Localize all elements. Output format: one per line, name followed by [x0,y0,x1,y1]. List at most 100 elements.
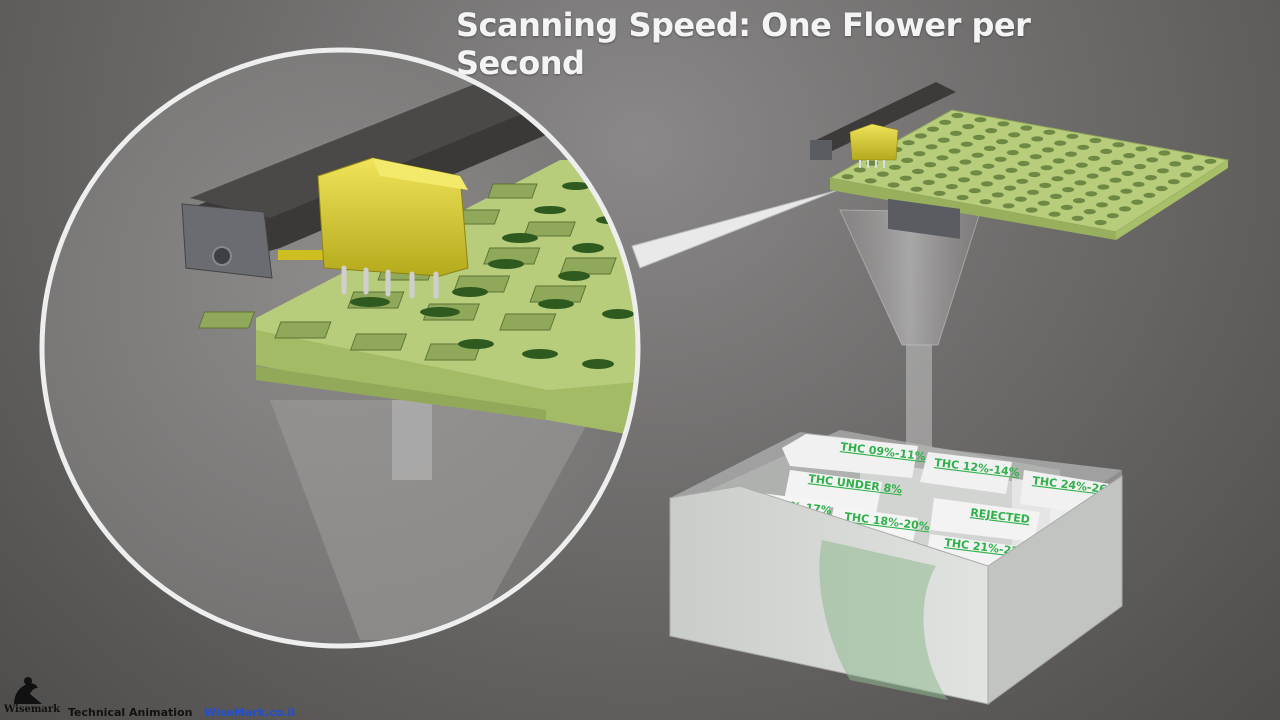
tray-cell [947,166,960,172]
tray-cell [1077,144,1090,150]
tray-cell [1073,198,1085,204]
tray-cell [1043,129,1056,135]
tray-cell [864,178,877,184]
tray-cell [902,140,915,146]
tray-cell [950,130,962,136]
scanner-probe [849,123,899,168]
tray-cell [1181,154,1194,160]
tray-cell [925,144,938,150]
tray-cell [1019,143,1031,149]
tray-cell [1109,177,1122,183]
tray-cell [1060,204,1073,210]
tray-cell [981,181,993,187]
tray-cell [997,121,1010,127]
tray-cell [1002,203,1015,209]
tray-cell [1100,148,1113,154]
tray-cell [1096,202,1108,208]
tray-cell [899,175,912,181]
tray-cell [1066,133,1079,139]
tray-cell [1062,187,1075,193]
tray-cell [901,157,914,163]
zoom-view [39,47,641,649]
tray-cell [1180,172,1192,178]
zoom-callout-wedge [631,189,839,269]
tray-cell [973,134,985,140]
tray-cell [912,168,924,174]
tray-cell [1029,154,1042,160]
tray-cell [983,145,996,151]
tray-cell [1158,150,1171,156]
tray-cell [956,194,969,201]
tray-cell [996,139,1008,145]
tray-cell [1065,151,1077,157]
tray-cell [1106,213,1119,219]
footer-credits: Wisemark Technical Animation WiseMark.co… [0,672,320,720]
tray-cell [841,174,854,180]
tray-cell [982,163,995,169]
tray-cell [1097,184,1110,190]
tray-cell [1052,158,1065,164]
tray-cell [1111,159,1123,165]
tray-cell [913,151,926,157]
tray-cell [1089,137,1102,144]
tray-cell [962,123,975,130]
tray-cell [1121,170,1134,176]
tray-cell [1192,165,1205,171]
tray-cell [1132,181,1145,187]
tray-cell [1085,191,1098,197]
tray-cell [1017,160,1030,167]
tray-cell [910,186,923,192]
tray-cell [1204,158,1217,164]
tray-cell [1167,179,1180,185]
tray-cell [968,188,981,194]
tray-cell [1027,189,1039,195]
tray-cell [1112,142,1125,148]
tray-cell [1120,188,1133,194]
tray-cell [887,182,900,188]
tray-cell [1051,176,1064,182]
tray-cell [1042,147,1054,153]
tray-cell [1008,132,1021,138]
tray-cell [1037,200,1050,206]
tray-cell [889,164,901,170]
tray-cell [1131,199,1144,205]
tray-cell [1146,157,1159,163]
tray-cell [970,170,983,176]
tray-cell [1028,171,1041,178]
tray-cell [1134,164,1146,170]
tray-cell [935,173,947,179]
page-title: Scanning Speed: One Flower per Second [456,6,1031,82]
tray-cell [1040,165,1053,171]
tray-cell [1020,125,1033,131]
tray-cell [1050,193,1062,199]
tray-cell [1016,178,1029,184]
tray-cell [1135,146,1148,152]
tray-cell [1088,155,1100,161]
tray-cell [1169,161,1182,167]
tray-cell [948,148,961,154]
tray-cell [937,137,950,143]
tray-cell [959,159,972,165]
tray-cell [939,119,952,125]
tray-cell [993,174,1006,180]
tray-cell [1074,180,1087,186]
tray-cell [1048,211,1061,217]
tray-cell [979,199,992,205]
rail-end-bracket [181,203,273,279]
tray-cell [1014,196,1027,202]
tray-cell [1119,206,1131,212]
tray-cell [1094,219,1107,226]
tray-cell [1006,150,1019,156]
tray-cell [933,190,946,196]
tray-cell [1063,169,1076,175]
website-link[interactable]: WiseMark.co.il [204,706,295,719]
tray-cell [960,141,973,147]
brand-logo-text: Wisemark [4,704,61,715]
tray-cell [985,128,998,134]
tray-cell [974,117,987,123]
tray-cell [1071,215,1084,221]
tray-cell [924,162,937,168]
tray-cell [951,112,964,119]
tray-cell [922,179,935,185]
